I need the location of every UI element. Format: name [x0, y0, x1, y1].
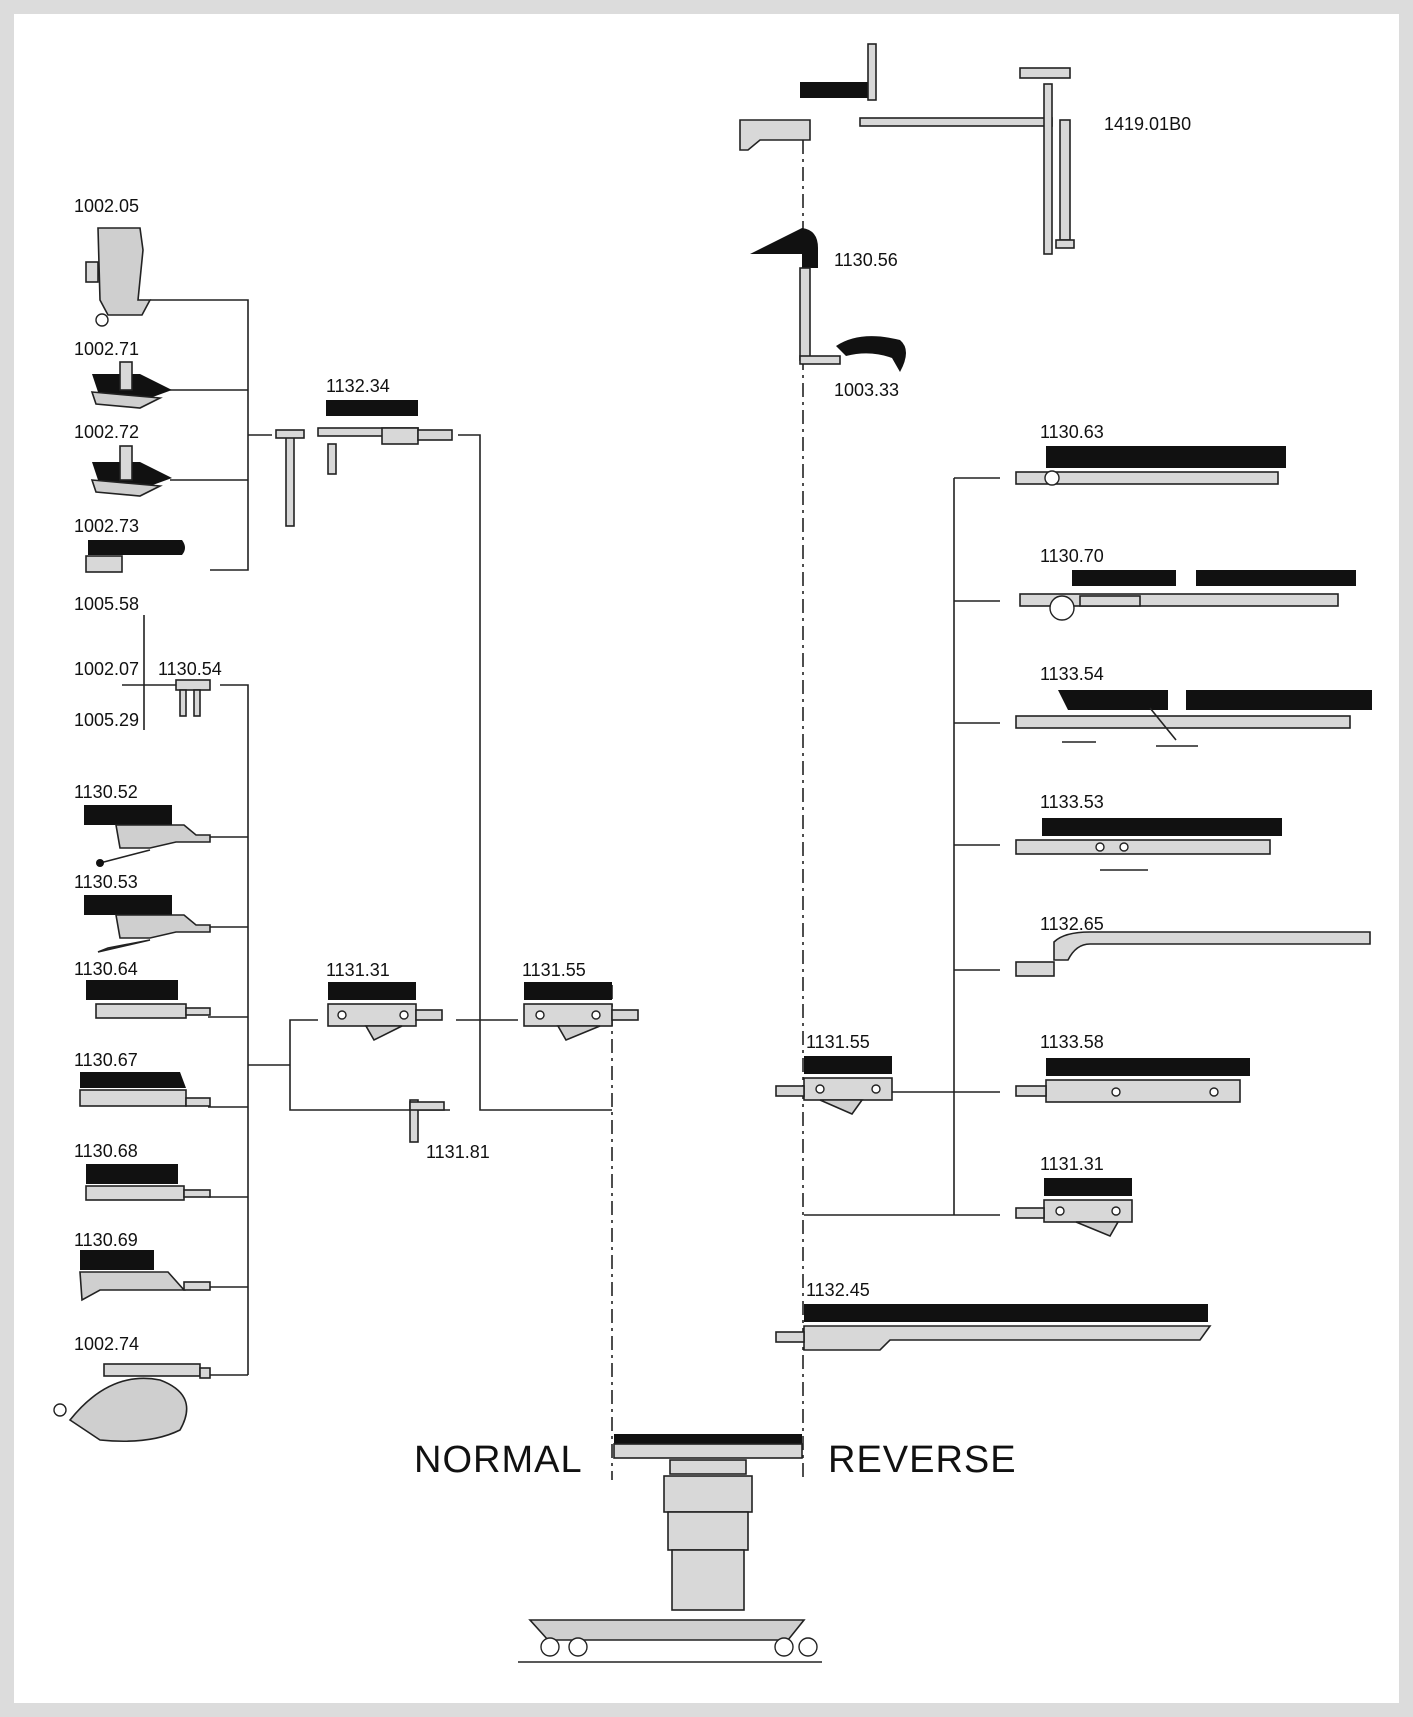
label-1419-01b0: 1419.01B0	[1104, 114, 1191, 134]
pad-1130-69	[79, 1250, 211, 1302]
label-1002-07: 1002.07	[74, 659, 139, 679]
bar-1132-65	[1015, 931, 1371, 977]
label-1131-81: 1131.81	[426, 1142, 490, 1162]
label-1130-64: 1130.64	[74, 959, 138, 979]
label-1131-55-right: 1131.55	[806, 1032, 870, 1052]
label-1130-56: 1130.56	[834, 250, 898, 270]
adapter-1131-31-right	[1015, 1178, 1133, 1238]
label-1005-58: 1005.58	[74, 594, 139, 614]
part-labels: 1002.05 1002.71 1002.72 1002.73 1005.58 …	[74, 114, 1191, 1354]
label-1130-69: 1130.69	[74, 1230, 138, 1250]
adapter-1131-55-right	[775, 1056, 893, 1115]
head-rest-1002-72	[90, 445, 172, 497]
label-1132-34: 1132.34	[326, 376, 390, 396]
label-1002-05: 1002.05	[74, 196, 139, 216]
label-reverse: REVERSE	[828, 1439, 1017, 1481]
adapter-1130-54	[175, 679, 211, 717]
label-1131-31-right: 1131.31	[1040, 1154, 1104, 1174]
adapter-1131-31-left	[327, 982, 443, 1042]
pad-1130-53	[84, 895, 211, 953]
operating-table	[518, 1434, 822, 1663]
diagram-canvas	[14, 14, 1399, 1703]
head-rest-1002-71	[90, 361, 172, 409]
label-1003-33: 1003.33	[834, 380, 899, 400]
label-1002-72: 1002.72	[74, 422, 139, 442]
label-1132-45: 1132.45	[806, 1280, 870, 1300]
label-1130-67: 1130.67	[74, 1050, 138, 1070]
label-1131-55-left: 1131.55	[522, 960, 586, 980]
orientation-labels: NORMAL REVERSE	[414, 1439, 1017, 1481]
label-1130-68: 1130.68	[74, 1141, 138, 1161]
label-1131-31-left: 1131.31	[326, 960, 390, 980]
adapter-1131-81	[409, 1099, 445, 1143]
leg-holder-1002-74	[53, 1363, 211, 1442]
label-1130-63: 1130.63	[1040, 422, 1104, 442]
plate-1133-54	[1015, 690, 1372, 747]
head-rest-1002-05	[85, 227, 152, 327]
label-1130-70: 1130.70	[1040, 546, 1104, 566]
support-1003-33	[836, 336, 906, 372]
pad-1130-52	[84, 805, 211, 867]
label-1002-73: 1002.73	[74, 516, 139, 536]
label-1130-53: 1130.53	[74, 872, 138, 892]
label-1002-71: 1002.71	[74, 339, 139, 359]
support-1130-56	[750, 228, 841, 365]
plate-1133-58	[1015, 1058, 1250, 1103]
pad-1130-67	[79, 1072, 211, 1107]
plate-1130-63	[1015, 446, 1286, 486]
plate-1130-70	[1019, 570, 1356, 621]
label-1002-74: 1002.74	[74, 1334, 139, 1354]
adapter-1131-55-left	[523, 982, 639, 1042]
label-1130-52: 1130.52	[74, 782, 138, 802]
arm-support-1419-01b0	[739, 43, 1075, 255]
clamp-1132-34	[275, 400, 453, 527]
label-1132-65: 1132.65	[1040, 914, 1104, 934]
label-1133-58: 1133.58	[1040, 1032, 1104, 1052]
pad-1130-64	[86, 980, 211, 1019]
extension-1132-45	[775, 1304, 1212, 1351]
pad-1130-68	[85, 1164, 211, 1201]
label-1130-54: 1130.54	[158, 659, 222, 679]
label-1005-29: 1005.29	[74, 710, 139, 730]
connector-lines	[122, 299, 1000, 1376]
label-1133-53: 1133.53	[1040, 792, 1104, 812]
centerlines	[611, 140, 804, 1480]
label-1133-54: 1133.54	[1040, 664, 1104, 684]
plate-1133-53	[1015, 818, 1282, 871]
label-normal: NORMAL	[414, 1439, 583, 1481]
head-rest-1002-73	[85, 540, 185, 573]
